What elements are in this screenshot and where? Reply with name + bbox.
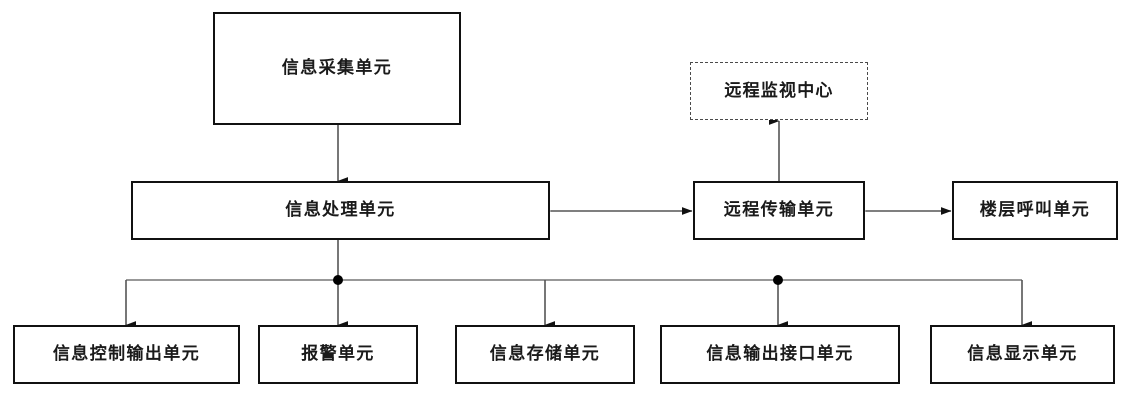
node-information-control-output-unit[interactable]: 信息控制输出单元 [13, 325, 240, 384]
node-label: 远程传输单元 [723, 200, 835, 220]
node-information-output-interface-unit[interactable]: 信息输出接口单元 [660, 325, 900, 384]
node-remote-transmission-unit[interactable]: 远程传输单元 [693, 181, 865, 240]
node-label: 信息存储单元 [489, 344, 601, 364]
node-information-processing-unit[interactable]: 信息处理单元 [131, 181, 550, 240]
node-label: 信息显示单元 [967, 344, 1078, 364]
node-label: 楼层呼叫单元 [979, 200, 1091, 220]
node-label: 报警单元 [301, 344, 375, 364]
node-information-collection-unit[interactable]: 信息采集单元 [213, 12, 461, 125]
node-information-display-unit[interactable]: 信息显示单元 [930, 325, 1115, 384]
node-label: 远程监视中心 [724, 80, 834, 101]
node-information-storage-unit[interactable]: 信息存储单元 [455, 325, 635, 384]
node-label: 信息处理单元 [285, 200, 396, 220]
node-remote-monitoring-center[interactable]: 远程监视中心 [690, 62, 868, 120]
node-alarm-unit[interactable]: 报警单元 [258, 325, 418, 384]
node-label: 信息控制输出单元 [52, 344, 201, 364]
junction-dot-output-interface-bus [773, 275, 783, 285]
node-label: 信息采集单元 [281, 58, 393, 78]
junction-dot-processing-bus [333, 275, 343, 285]
node-floor-call-unit[interactable]: 楼层呼叫单元 [952, 181, 1118, 240]
node-label: 信息输出接口单元 [706, 344, 854, 364]
